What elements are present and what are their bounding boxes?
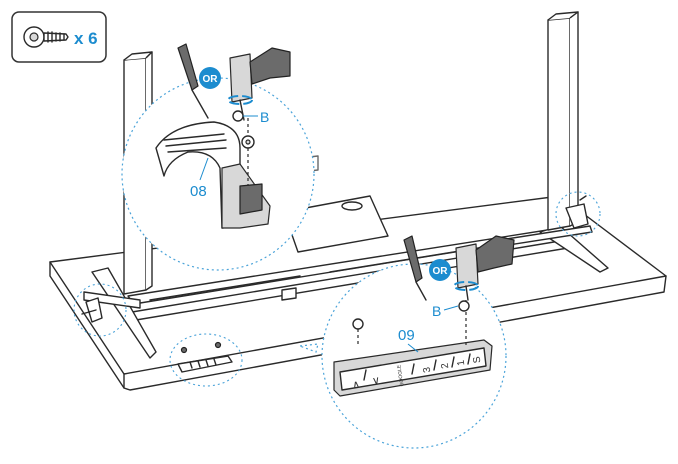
- screw-icon: [352, 318, 364, 344]
- screw-b-right: B: [432, 300, 470, 319]
- part-label-08: 08: [190, 183, 207, 200]
- left-detail-circle: 08: [121, 77, 315, 271]
- key-1: 1: [456, 359, 468, 367]
- right-foot-clip-callout: [555, 191, 601, 237]
- key-up: ∧: [351, 378, 361, 391]
- power-drill-icon: [453, 235, 515, 301]
- key-down: ∨: [371, 374, 381, 387]
- screw-icon: [23, 26, 69, 48]
- or-badge-right: OR: [429, 259, 451, 281]
- key-s: S: [471, 355, 483, 364]
- label-b-top: B: [260, 109, 269, 125]
- keypad-buttons: ∧ ∨ GOOGLE 3 2 1 S: [351, 353, 483, 392]
- keypad-brand: GOOGLE: [396, 364, 405, 387]
- screwdriver-icon: [403, 235, 427, 301]
- key-2: 2: [440, 362, 452, 370]
- power-drill-icon: [227, 47, 291, 121]
- screw-icon: [241, 135, 255, 149]
- key-3: 3: [422, 366, 434, 374]
- part-label-09: 09: [398, 327, 415, 344]
- label-b-right: B: [432, 303, 441, 319]
- part-08-bracket: [155, 121, 271, 229]
- screw-quantity-badge: x 6: [11, 11, 107, 63]
- screw-b-top: B: [232, 109, 269, 125]
- controller-mount-callout: [169, 333, 243, 387]
- svg-text:OR: OR: [203, 74, 219, 85]
- quantity-label: x 6: [74, 29, 98, 48]
- screwdriver-icon: [177, 43, 209, 119]
- or-badge-top: OR: [199, 67, 221, 89]
- svg-text:OR: OR: [433, 266, 449, 277]
- left-foot-clip-callout: [73, 283, 127, 337]
